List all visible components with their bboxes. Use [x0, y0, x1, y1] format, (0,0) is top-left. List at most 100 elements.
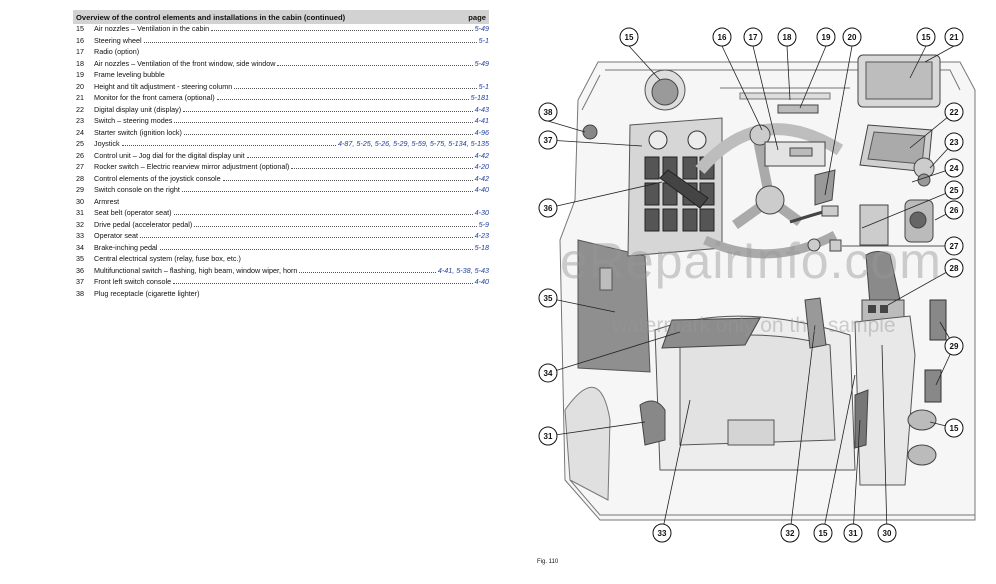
item-page-ref[interactable]: 4-41, 5-38, 5-43: [437, 265, 489, 275]
item-page-ref[interactable]: 4-87, 5-25, 5-26, 5-29, 5-59, 5-75, 5-13…: [337, 139, 489, 148]
item-description: Digital display unit (display): [94, 104, 182, 114]
item-description: Armrest: [94, 196, 120, 206]
callout-circle: [944, 27, 964, 47]
item-number: 16: [76, 35, 84, 45]
radio: [764, 141, 826, 167]
item-page-ref[interactable]: 5-18: [474, 242, 489, 252]
item-description: Control unit – Jog dial for the digital …: [94, 150, 245, 160]
callout-label: 36: [544, 204, 553, 213]
item-page-ref[interactable]: 4-96: [474, 127, 489, 137]
item-number: 37: [76, 277, 84, 286]
item-description: Rocker switch – Electric rearview mirror…: [94, 162, 290, 171]
callout-circle: [538, 198, 558, 218]
item-description: Brake-inching pedal: [94, 242, 158, 252]
central-electrical-panel: [577, 239, 651, 373]
callout-circle: [842, 27, 862, 47]
item-number: 17: [76, 47, 84, 56]
callout-label: 22: [950, 108, 959, 117]
callout-label: 30: [883, 529, 892, 538]
dot-leader: [183, 110, 473, 112]
callout-label: 21: [950, 33, 959, 42]
column-adjust-lever: [814, 169, 836, 206]
callout-circle: [944, 336, 964, 356]
callout-circle: [777, 27, 797, 47]
dot-leader: [234, 87, 477, 89]
callout-label: 23: [950, 138, 959, 147]
item-description: Switch – steering modes: [94, 116, 173, 125]
item-number: 28: [76, 173, 84, 183]
callout-label: 15: [819, 529, 828, 538]
callout-circle: [944, 180, 964, 200]
item-description: Frame leveling bubble: [94, 70, 165, 79]
callout-circle: [538, 426, 558, 446]
item-page-ref[interactable]: 4-40: [474, 277, 489, 286]
item-page-ref[interactable]: 4-43: [474, 104, 489, 114]
item-number: 36: [76, 265, 84, 275]
dot-leader: [159, 248, 473, 250]
callout-circle: [843, 523, 863, 543]
ignition-lock: [917, 173, 931, 187]
item-page-ref[interactable]: 5-181: [470, 93, 489, 102]
item-page-ref[interactable]: 4-42: [474, 150, 489, 160]
dot-leader: [174, 122, 473, 123]
item-number: 19: [76, 70, 84, 79]
callout-circle: [944, 200, 964, 220]
item-number: 23: [76, 116, 84, 125]
item-number: 32: [76, 219, 84, 229]
item-description: Joystick: [94, 139, 120, 148]
item-number: 27: [76, 162, 84, 171]
callout-label: 38: [544, 108, 553, 117]
camera-monitor: [857, 54, 941, 108]
item-number: 22: [76, 104, 84, 114]
item-number: 26: [76, 150, 84, 160]
item-description: Starter switch (ignition lock): [94, 127, 182, 137]
callout-circle: [816, 27, 836, 47]
item-page-ref[interactable]: 5-49: [474, 24, 489, 33]
callout-circle: [944, 132, 964, 152]
callout-circle: [877, 523, 897, 543]
callout-label: 31: [849, 529, 858, 538]
item-page-ref[interactable]: 4-20: [474, 162, 489, 171]
callout-label: 15: [922, 33, 931, 42]
item-number: 24: [76, 127, 84, 137]
item-page-ref[interactable]: 4-41: [474, 116, 489, 125]
multifunction-lever: [659, 169, 709, 209]
watermark-main: eRepairInfo.com: [560, 233, 942, 289]
item-description: Air nozzles – Ventilation in the cabin: [94, 24, 210, 33]
dot-leader: [222, 179, 473, 181]
item-page-ref[interactable]: 4-40: [474, 185, 489, 194]
callout-circle: [944, 418, 964, 438]
dot-leader: [277, 64, 473, 66]
callout-label: 29: [950, 342, 959, 351]
item-number: 35: [76, 254, 84, 263]
item-page-ref[interactable]: 5-1: [478, 81, 489, 91]
callout-circle: [538, 363, 558, 383]
callout-label: 20: [848, 33, 857, 42]
table-row: 23 Switch – steering modes 4-41: [73, 116, 489, 128]
item-number: 29: [76, 185, 84, 194]
callout-label: 35: [544, 294, 553, 303]
item-page-ref[interactable]: 4-42: [474, 173, 489, 183]
dot-leader: [143, 41, 477, 43]
page-column-header: page: [468, 12, 486, 22]
digital-display: [859, 124, 933, 173]
callout-circle: [944, 158, 964, 178]
item-page-ref[interactable]: 5-9: [478, 219, 489, 229]
item-page-ref[interactable]: 5-49: [474, 58, 489, 68]
cabin-illustration: 1516171819201521383722232436252627283529…: [538, 27, 976, 543]
item-page-ref[interactable]: 5-1: [478, 35, 489, 45]
item-page-ref[interactable]: 4-30: [474, 208, 489, 217]
dot-leader: [173, 283, 473, 284]
item-description: Drive pedal (accelerator pedal): [94, 219, 193, 229]
item-page-ref[interactable]: 4-23: [474, 231, 489, 240]
callout-circle: [944, 258, 964, 278]
figure-caption: Fig. 110: [537, 559, 559, 565]
